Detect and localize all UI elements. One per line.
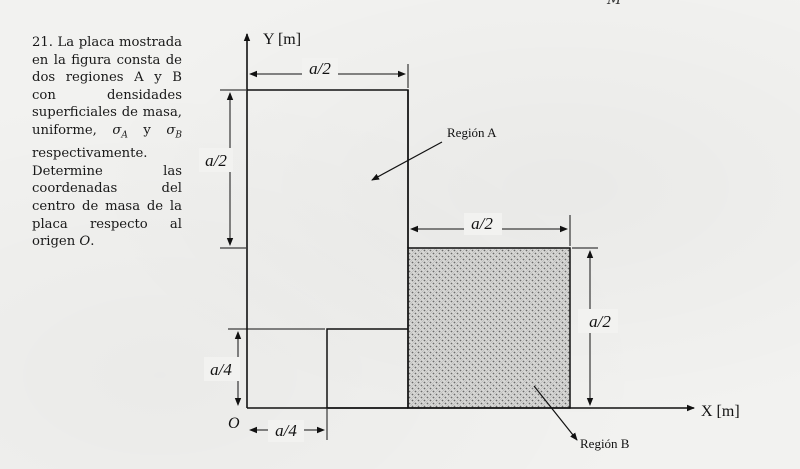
region-b-label: Región B xyxy=(580,436,630,451)
corner-letter: M xyxy=(607,0,622,8)
dim-top-label: a/2 xyxy=(309,59,331,78)
problem-text: 21. La placa mostrada en la figura const… xyxy=(32,35,182,250)
region-b-shape xyxy=(407,247,571,409)
dim-bottom-left-label-bg xyxy=(204,357,240,381)
dim-left-label: a/2 xyxy=(205,151,227,170)
region-a-outline xyxy=(247,89,409,409)
dim-bottom-label-bg xyxy=(268,420,304,442)
sigma-a: σA xyxy=(112,122,128,141)
dim-right-top-label: a/2 xyxy=(471,214,493,233)
problem-number: 21. xyxy=(32,35,53,50)
origin-label: O xyxy=(228,415,240,432)
sigma-b: σB xyxy=(166,122,182,141)
dim-top-label-bg xyxy=(302,58,338,80)
dim-right-top-label-bg xyxy=(464,213,502,235)
y-axis-label: Y [m] xyxy=(263,31,301,48)
region-b-pointer xyxy=(533,385,578,441)
dim-bottom-label: a/4 xyxy=(275,421,297,440)
dim-right-label: a/2 xyxy=(589,312,611,331)
origin-ref: O xyxy=(79,234,91,250)
x-axis-label: X [m] xyxy=(701,403,740,420)
region-a-label: Región A xyxy=(447,125,497,140)
region-a-pointer xyxy=(371,141,443,181)
dim-left-label-bg xyxy=(199,148,233,172)
dim-bottom-left-label: a/4 xyxy=(210,360,232,379)
problem-statement: 21. La placa mostrada en la figura const… xyxy=(32,34,182,251)
dim-right-label-bg xyxy=(578,309,618,333)
